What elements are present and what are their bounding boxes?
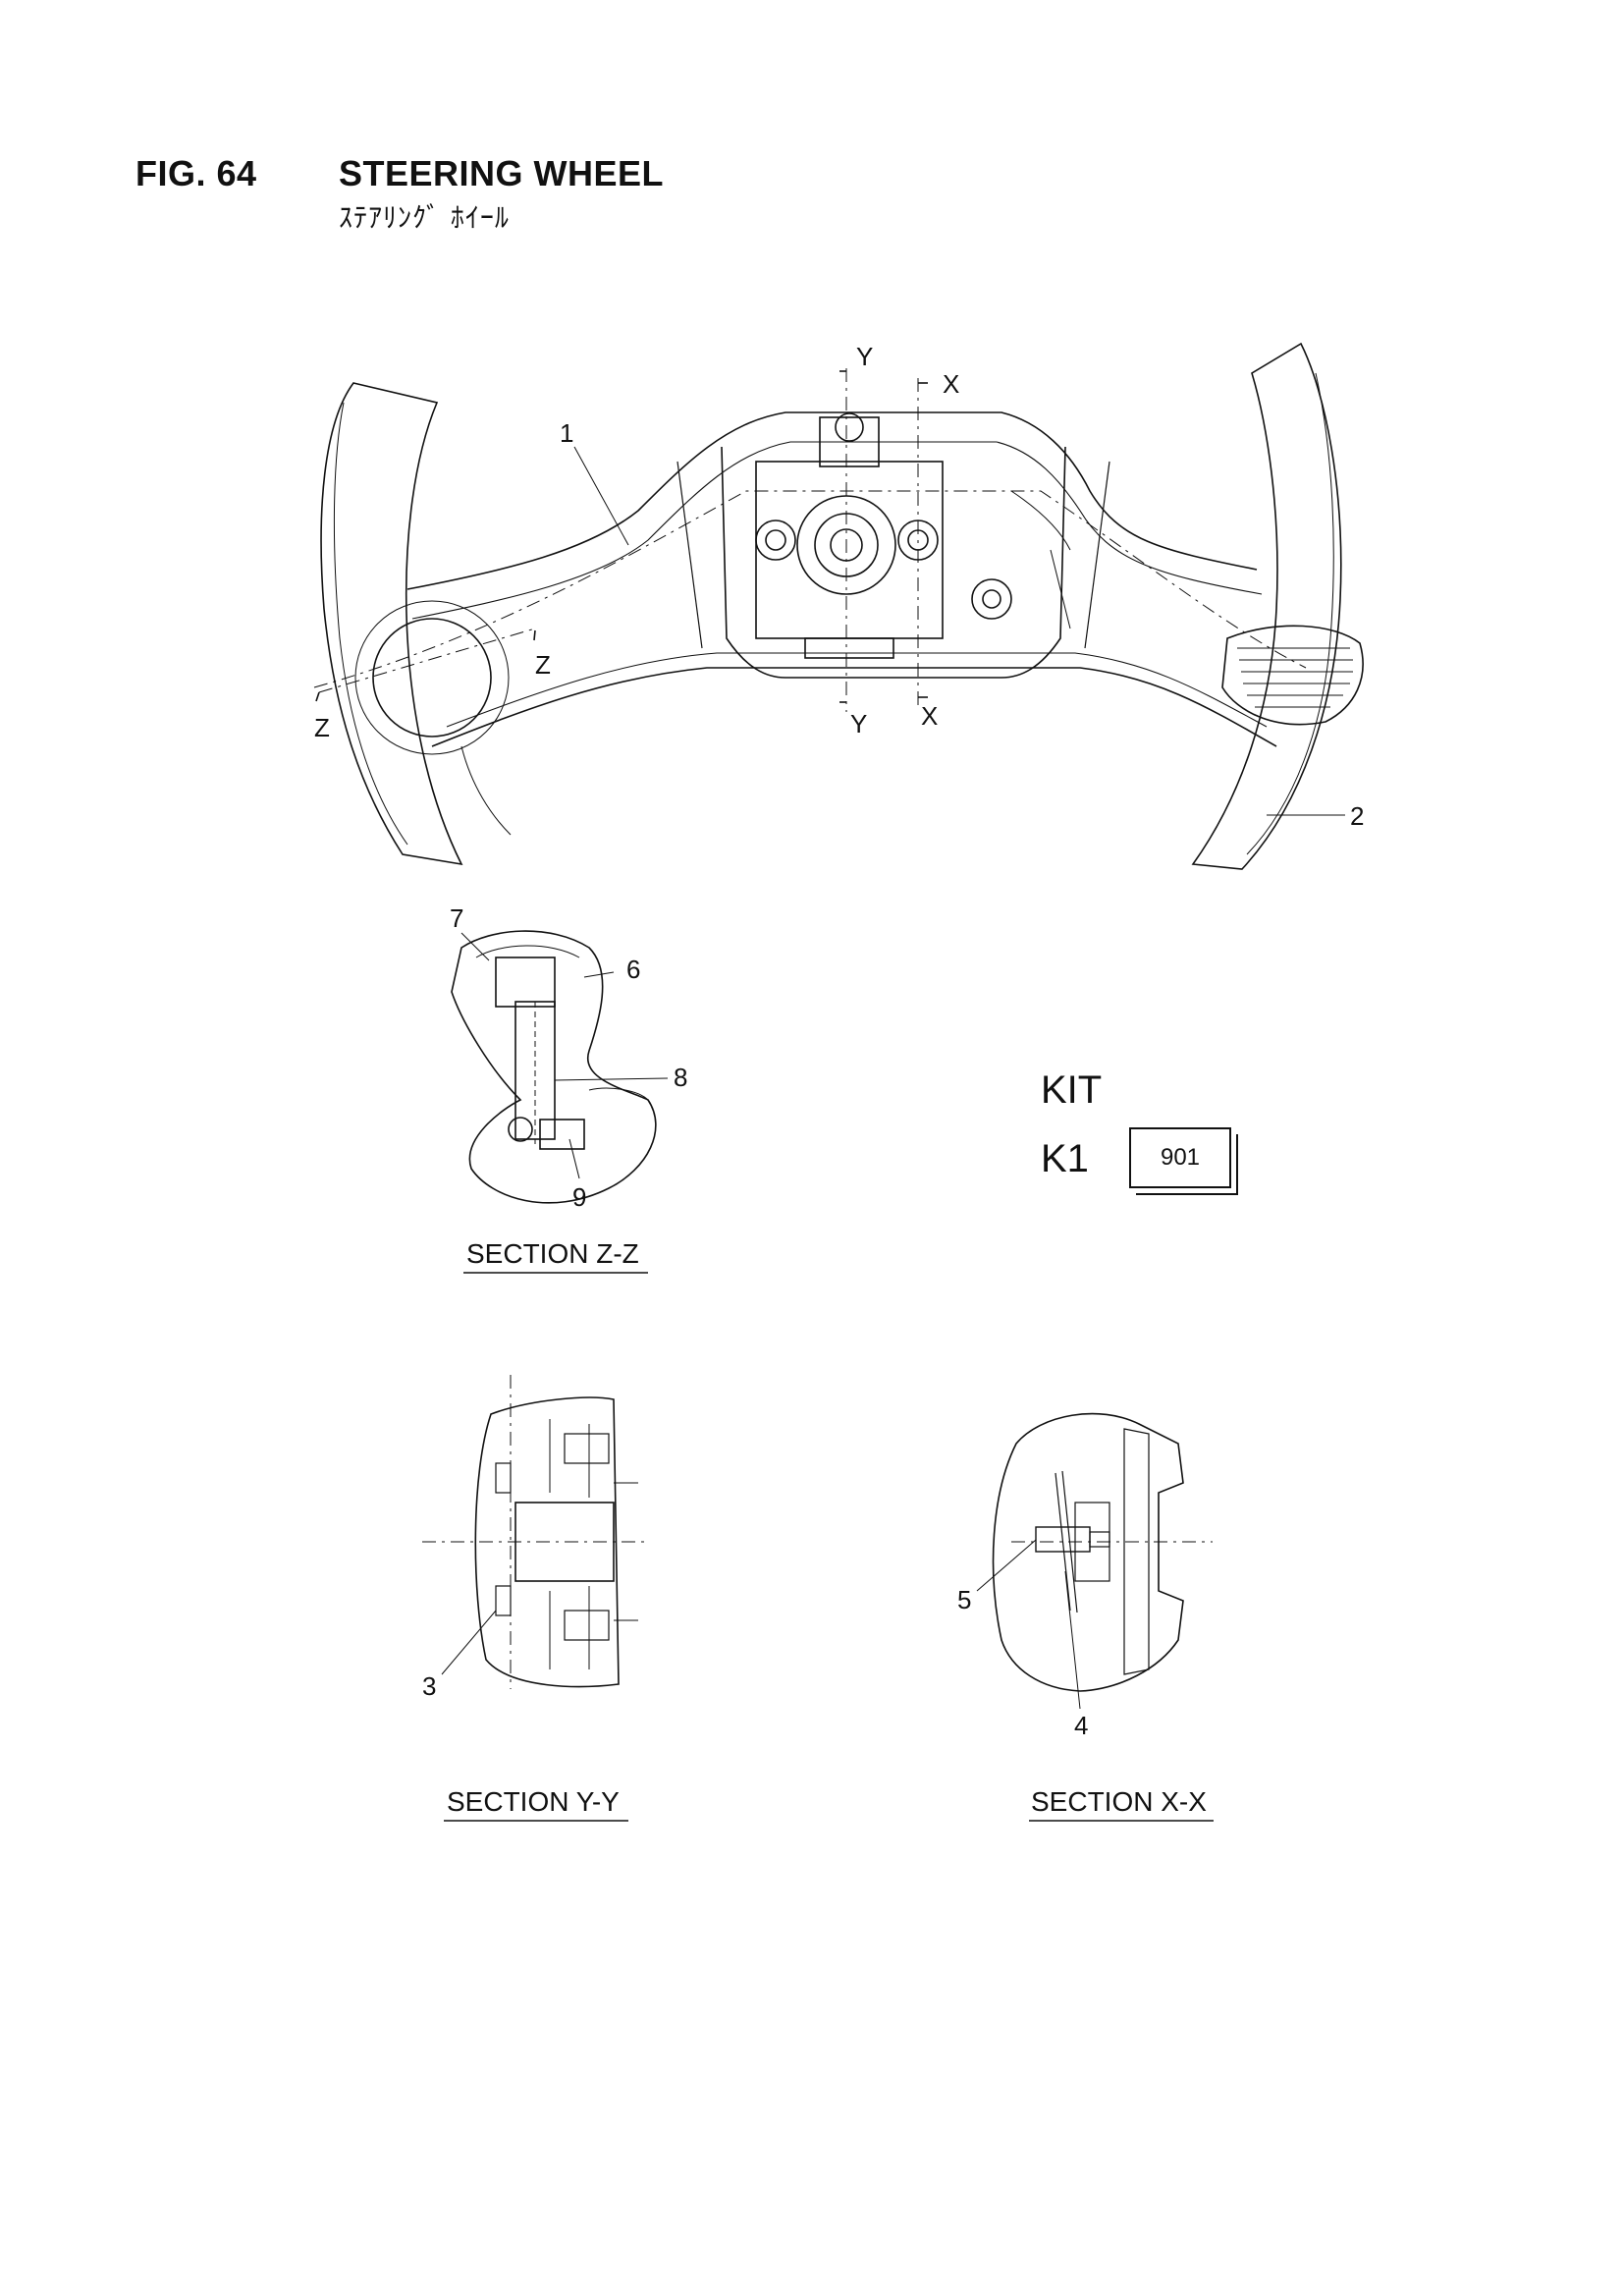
cut-label-z-mid: Z bbox=[535, 650, 551, 680]
left-hub-circle bbox=[372, 618, 492, 738]
section-zz-label: SECTION Z-Z bbox=[466, 1238, 639, 1269]
callout-9: 9 bbox=[572, 1182, 586, 1212]
callout-3: 3 bbox=[422, 1671, 436, 1701]
spoke-arch-upper bbox=[406, 411, 1258, 590]
callout-7: 7 bbox=[450, 903, 463, 933]
kit-code: K1 bbox=[1041, 1137, 1089, 1180]
callout-4: 4 bbox=[1074, 1711, 1088, 1740]
callout-8: 8 bbox=[674, 1063, 687, 1092]
figure-title: STEERING WHEEL bbox=[339, 153, 665, 193]
cut-label-z-left: Z bbox=[314, 713, 330, 742]
section-yy-drawing bbox=[422, 1375, 648, 1689]
callout-2: 2 bbox=[1350, 801, 1364, 831]
figure-title-japanese: ｽﾃｱﾘﾝｸﾞ ﾎｲｰﾙ bbox=[339, 201, 510, 234]
wheel-main-view bbox=[313, 342, 1364, 870]
right-grip bbox=[1191, 342, 1342, 870]
callout-1: 1 bbox=[560, 418, 573, 448]
left-grip bbox=[320, 382, 463, 866]
cut-label-y-bottom: Y bbox=[850, 709, 867, 738]
right-ribbed-pad bbox=[1221, 625, 1364, 726]
cut-label-x-top: X bbox=[943, 369, 959, 399]
section-zz-drawing bbox=[451, 930, 669, 1204]
callout-6: 6 bbox=[626, 955, 640, 984]
figure-number: FIG. 64 bbox=[135, 153, 257, 193]
kit-reference-box: 901 bbox=[1129, 1127, 1231, 1188]
kit-heading: KIT bbox=[1041, 1068, 1103, 1112]
callout-5: 5 bbox=[957, 1585, 971, 1614]
center-pad bbox=[721, 446, 1066, 679]
cut-label-x-bottom: X bbox=[921, 701, 938, 731]
section-xx-label: SECTION X-X bbox=[1031, 1786, 1207, 1817]
cut-label-y-top: Y bbox=[856, 342, 873, 371]
section-yy-label: SECTION Y-Y bbox=[447, 1786, 620, 1817]
spoke-arch-lower bbox=[431, 667, 1277, 747]
section-xx-drawing bbox=[976, 1412, 1213, 1710]
